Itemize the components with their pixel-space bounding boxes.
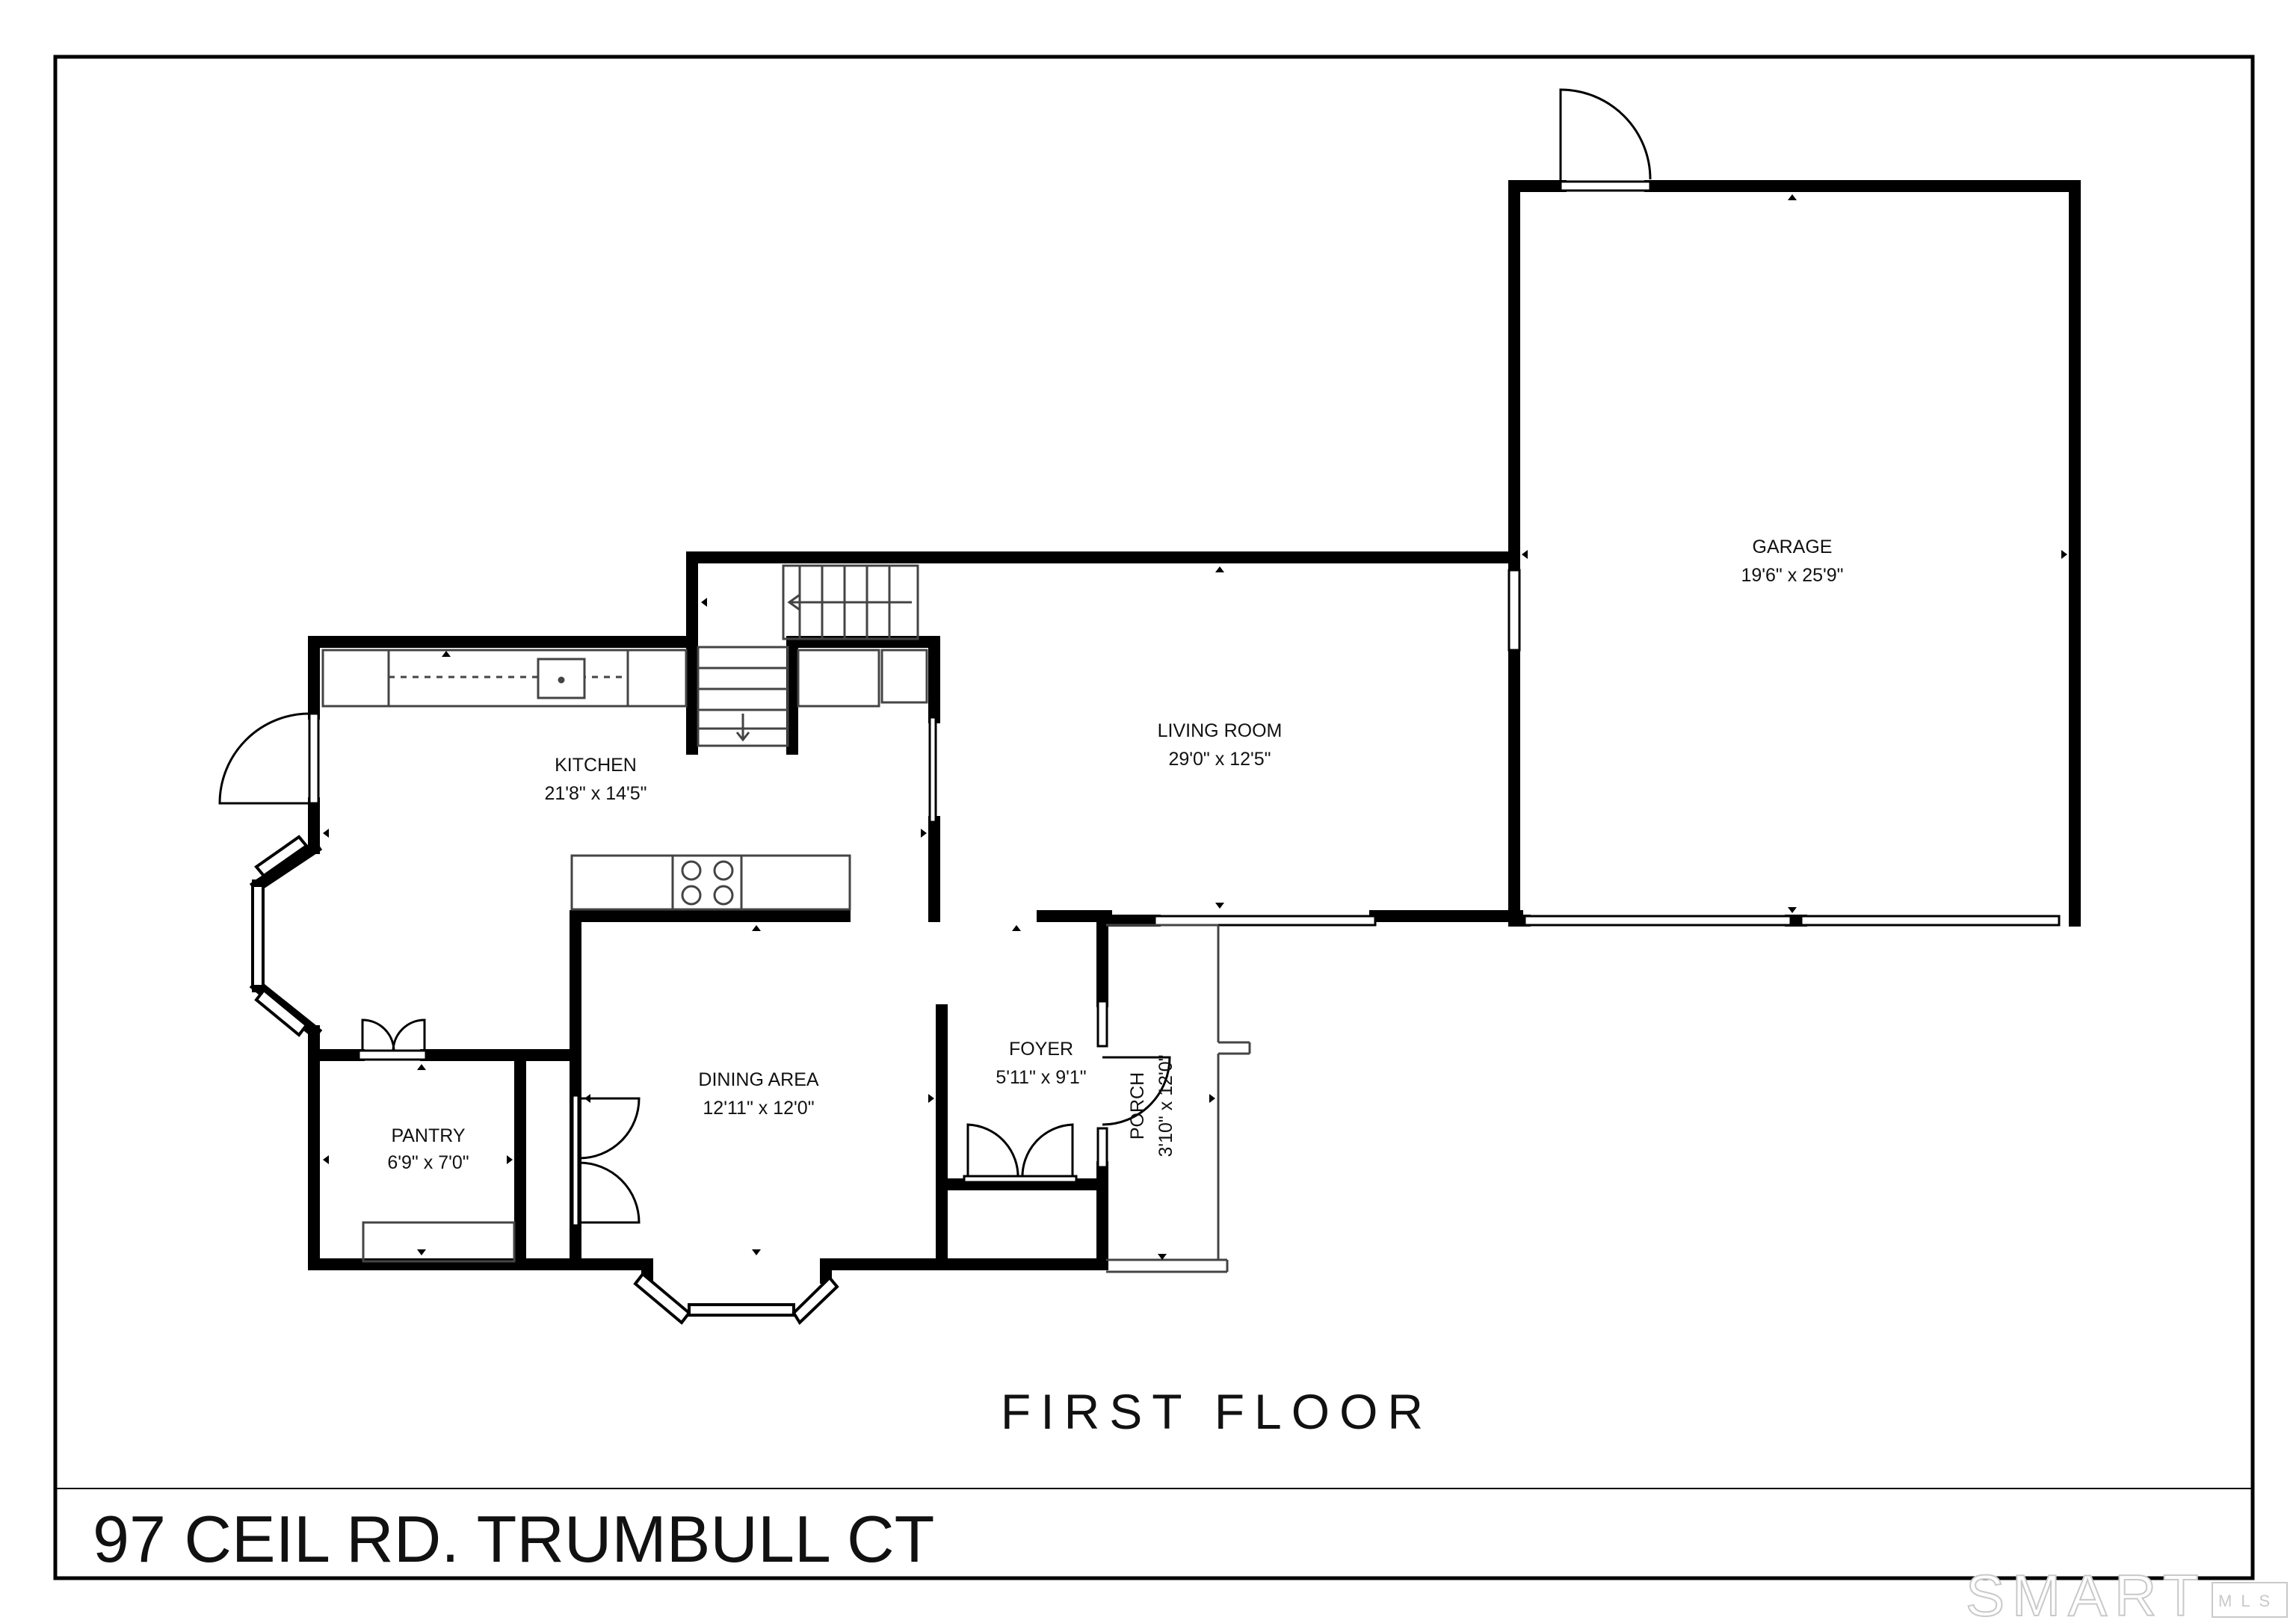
kitchen-opening-window: [928, 716, 937, 823]
closet-door-swing-bottom: [578, 1161, 641, 1224]
counter-top-run: [321, 649, 688, 708]
room-dims-garage: 19'6" x 25'9": [1741, 565, 1843, 586]
garage-door-left: [1523, 915, 1792, 927]
pantry-shelf: [362, 1221, 516, 1263]
fridge-counter: [797, 649, 880, 708]
floor-title: FIRST FLOOR: [1001, 1384, 1433, 1439]
closet-door-swing-top: [578, 1097, 641, 1160]
stairs: [697, 564, 919, 747]
room-dims-kitchen: 21'8" x 14'5": [544, 783, 646, 804]
kitchen-fixtures: [321, 649, 928, 911]
garage-door-window: [1559, 180, 1652, 192]
walls: [249, 180, 2081, 1284]
room-dims-porch: 3'10" x 12'0": [1155, 1054, 1176, 1157]
mls-watermark-small: MLS: [2212, 1582, 2288, 1618]
smart-mls-watermark: SMART: [1966, 1562, 2206, 1623]
foyer-sidelight-bottom: [1096, 1127, 1108, 1169]
room-name-pantry: PANTRY: [391, 1125, 465, 1146]
kitchen-door-swing: [218, 712, 310, 805]
room-dims-dining-area: 12'11" x 12'0": [703, 1098, 814, 1119]
pantry-door-swing-right: [392, 1018, 426, 1051]
room-name-foyer: FOYER: [1009, 1039, 1073, 1060]
dining-bay-window: [633, 1272, 839, 1326]
cabinet-right: [880, 649, 928, 704]
porch-outline: [1106, 924, 1251, 1273]
foyer-closet-swing-right: [1021, 1123, 1074, 1180]
front-door-swing: [1102, 1056, 1171, 1126]
sheet-border: [53, 55, 2255, 1580]
kitchen-bay-window: [251, 835, 309, 1037]
room-name-living-room: LIVING ROOM: [1158, 720, 1283, 741]
living-front-window: [1153, 915, 1377, 927]
doors: [218, 88, 1652, 1224]
garage-door-right: [1800, 915, 2061, 927]
garage-side-window: [1507, 569, 1521, 652]
foyer-sidelight-top: [1096, 1000, 1108, 1048]
closet-rails: [571, 1094, 1078, 1227]
foyer-closet-swing-left: [966, 1123, 1019, 1180]
dimension-markers: [323, 194, 2067, 1260]
garage-door-swing: [1559, 88, 1652, 186]
pantry-door-opening: [357, 1049, 428, 1061]
room-name-dining-area: DINING AREA: [698, 1069, 818, 1090]
room-dims-pantry: 6'9" x 7'0": [387, 1152, 469, 1173]
svg-text:MLS: MLS: [2218, 1592, 2279, 1610]
room-name-garage: GARAGE: [1753, 537, 1833, 557]
property-address: 97 CEIL RD. TRUMBULL CT: [93, 1502, 934, 1576]
kitchen-side-window: [308, 712, 320, 805]
room-dims-foyer: 5'11" x 9'1": [996, 1067, 1086, 1088]
pantry-door-swing-left: [361, 1018, 395, 1051]
room-dims-living-room: 29'0" x 12'5": [1168, 749, 1271, 770]
room-name-porch: PORCH: [1127, 1072, 1148, 1140]
room-name-kitchen: KITCHEN: [555, 755, 637, 776]
